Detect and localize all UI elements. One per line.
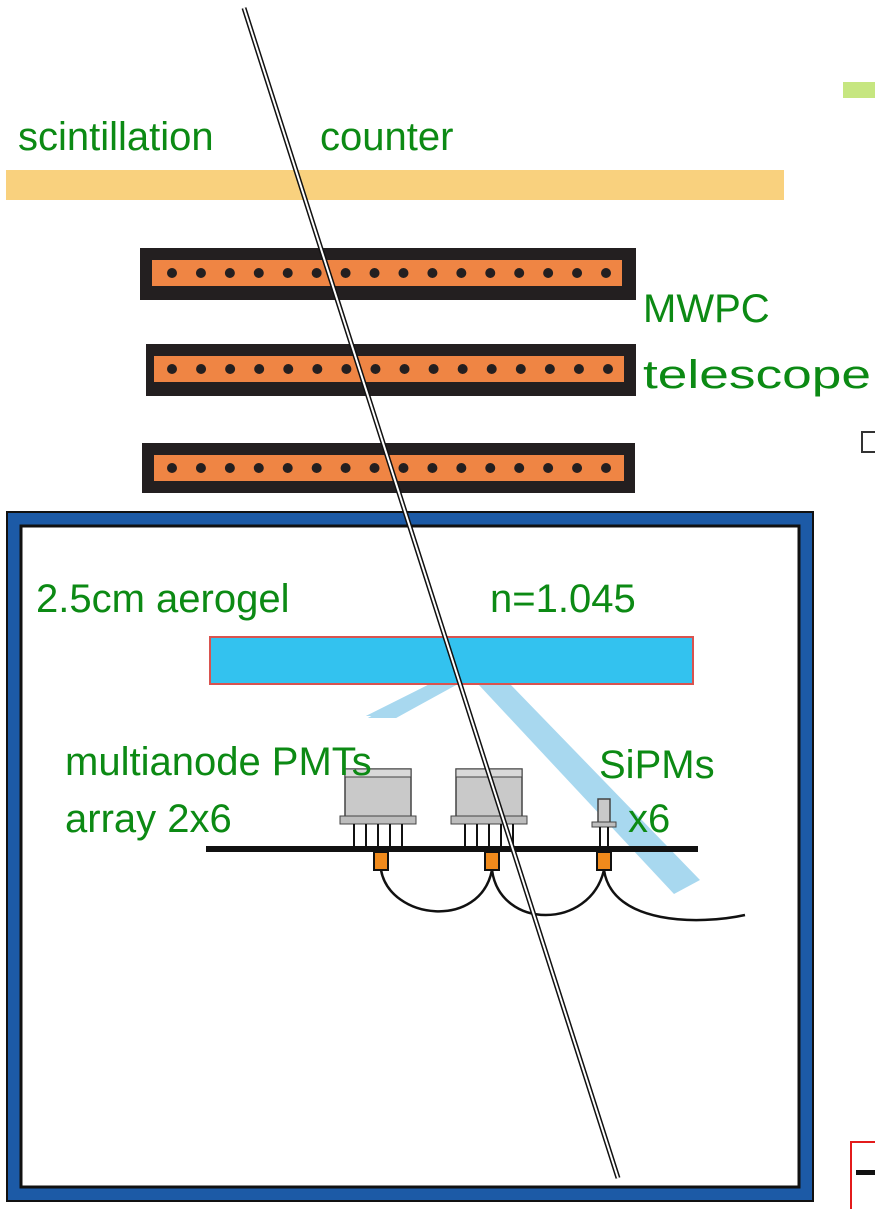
readout-cables bbox=[379, 869, 746, 922]
small-bracket-mark bbox=[861, 431, 875, 453]
mwpc-wire bbox=[311, 268, 322, 278]
mwpc-wire bbox=[283, 364, 294, 374]
mwpc-wire bbox=[225, 364, 236, 374]
mwpc-wire bbox=[457, 364, 468, 374]
mwpc-wire bbox=[167, 268, 177, 278]
particle-track bbox=[241, 7, 621, 1179]
mwpc-wire bbox=[485, 463, 496, 473]
dark-box bbox=[6, 511, 814, 1202]
aerogel-label: 2.5cm aerogel bbox=[36, 577, 289, 621]
mwpc-wire bbox=[573, 364, 584, 374]
mwpc-wire bbox=[427, 463, 438, 473]
mwpc-wire bbox=[428, 364, 439, 374]
mwpc-wire bbox=[340, 463, 351, 473]
mwpc-wire bbox=[514, 463, 525, 473]
mwpc-wire bbox=[369, 268, 380, 278]
red-outline-fragment bbox=[850, 1141, 875, 1209]
mwpc-wire bbox=[603, 364, 613, 374]
green-mark bbox=[843, 82, 875, 98]
mwpc-wire bbox=[282, 463, 293, 473]
mwpc-wire bbox=[427, 268, 438, 278]
refractive-index-label: n=1.045 bbox=[490, 577, 636, 621]
light-cone-to-sipm bbox=[478, 684, 700, 894]
multianode-pmt-1 bbox=[339, 768, 417, 871]
mwpc-wire bbox=[311, 463, 322, 473]
mwpc-wire bbox=[486, 364, 497, 374]
scintillation-label: scintillation bbox=[18, 115, 214, 159]
mwpc-wire bbox=[196, 364, 207, 374]
mwpc-wire bbox=[601, 463, 611, 473]
sipm-label-line2: x6 bbox=[628, 797, 670, 841]
mwpc-wire bbox=[543, 268, 554, 278]
mwpc-chamber-2 bbox=[146, 344, 636, 396]
counter-label: counter bbox=[320, 115, 453, 159]
mwpc-wire bbox=[369, 463, 380, 473]
mwpc-wire bbox=[398, 268, 409, 278]
mwpc-chamber-1 bbox=[140, 248, 636, 300]
mwpc-wire bbox=[515, 364, 526, 374]
mwpc-wire bbox=[370, 364, 381, 374]
mwpc-wire bbox=[341, 364, 352, 374]
readout-board bbox=[206, 846, 698, 852]
mwpc-wire bbox=[167, 364, 177, 374]
mwpc-wire bbox=[601, 268, 611, 278]
mwpc-wire bbox=[572, 463, 583, 473]
mwpc-wire bbox=[253, 268, 264, 278]
mwpc-wire bbox=[224, 268, 235, 278]
mwpc-wire bbox=[282, 268, 293, 278]
sipm-label-line1: SiPMs bbox=[599, 743, 715, 787]
mwpc-wire bbox=[254, 364, 265, 374]
mwpc-wire bbox=[399, 364, 410, 374]
mwpc-wire bbox=[572, 268, 583, 278]
pmt-label-line1: multianode PMTs bbox=[65, 740, 372, 784]
mwpc-wire bbox=[456, 463, 467, 473]
mwpc-wire bbox=[543, 463, 554, 473]
mwpc-wire bbox=[485, 268, 496, 278]
mwpc-wire bbox=[398, 463, 409, 473]
mwpc-wire bbox=[544, 364, 555, 374]
light-cone-left-long bbox=[368, 684, 456, 716]
mwpc-wire bbox=[456, 268, 467, 278]
mwpc-label: MWPC bbox=[643, 287, 770, 331]
scintillation-counter-bar bbox=[6, 170, 784, 200]
mwpc-wire bbox=[167, 463, 177, 473]
mwpc-wire bbox=[514, 268, 525, 278]
mwpc-wire bbox=[312, 364, 323, 374]
mwpc-wire bbox=[195, 463, 206, 473]
telescope-label: telescope bbox=[643, 353, 871, 397]
mwpc-wire bbox=[340, 268, 351, 278]
mwpc-wire bbox=[224, 463, 235, 473]
mwpc-wire bbox=[253, 463, 264, 473]
mwpc-wire bbox=[195, 268, 206, 278]
pmt-label-line2: array 2x6 bbox=[65, 797, 232, 841]
